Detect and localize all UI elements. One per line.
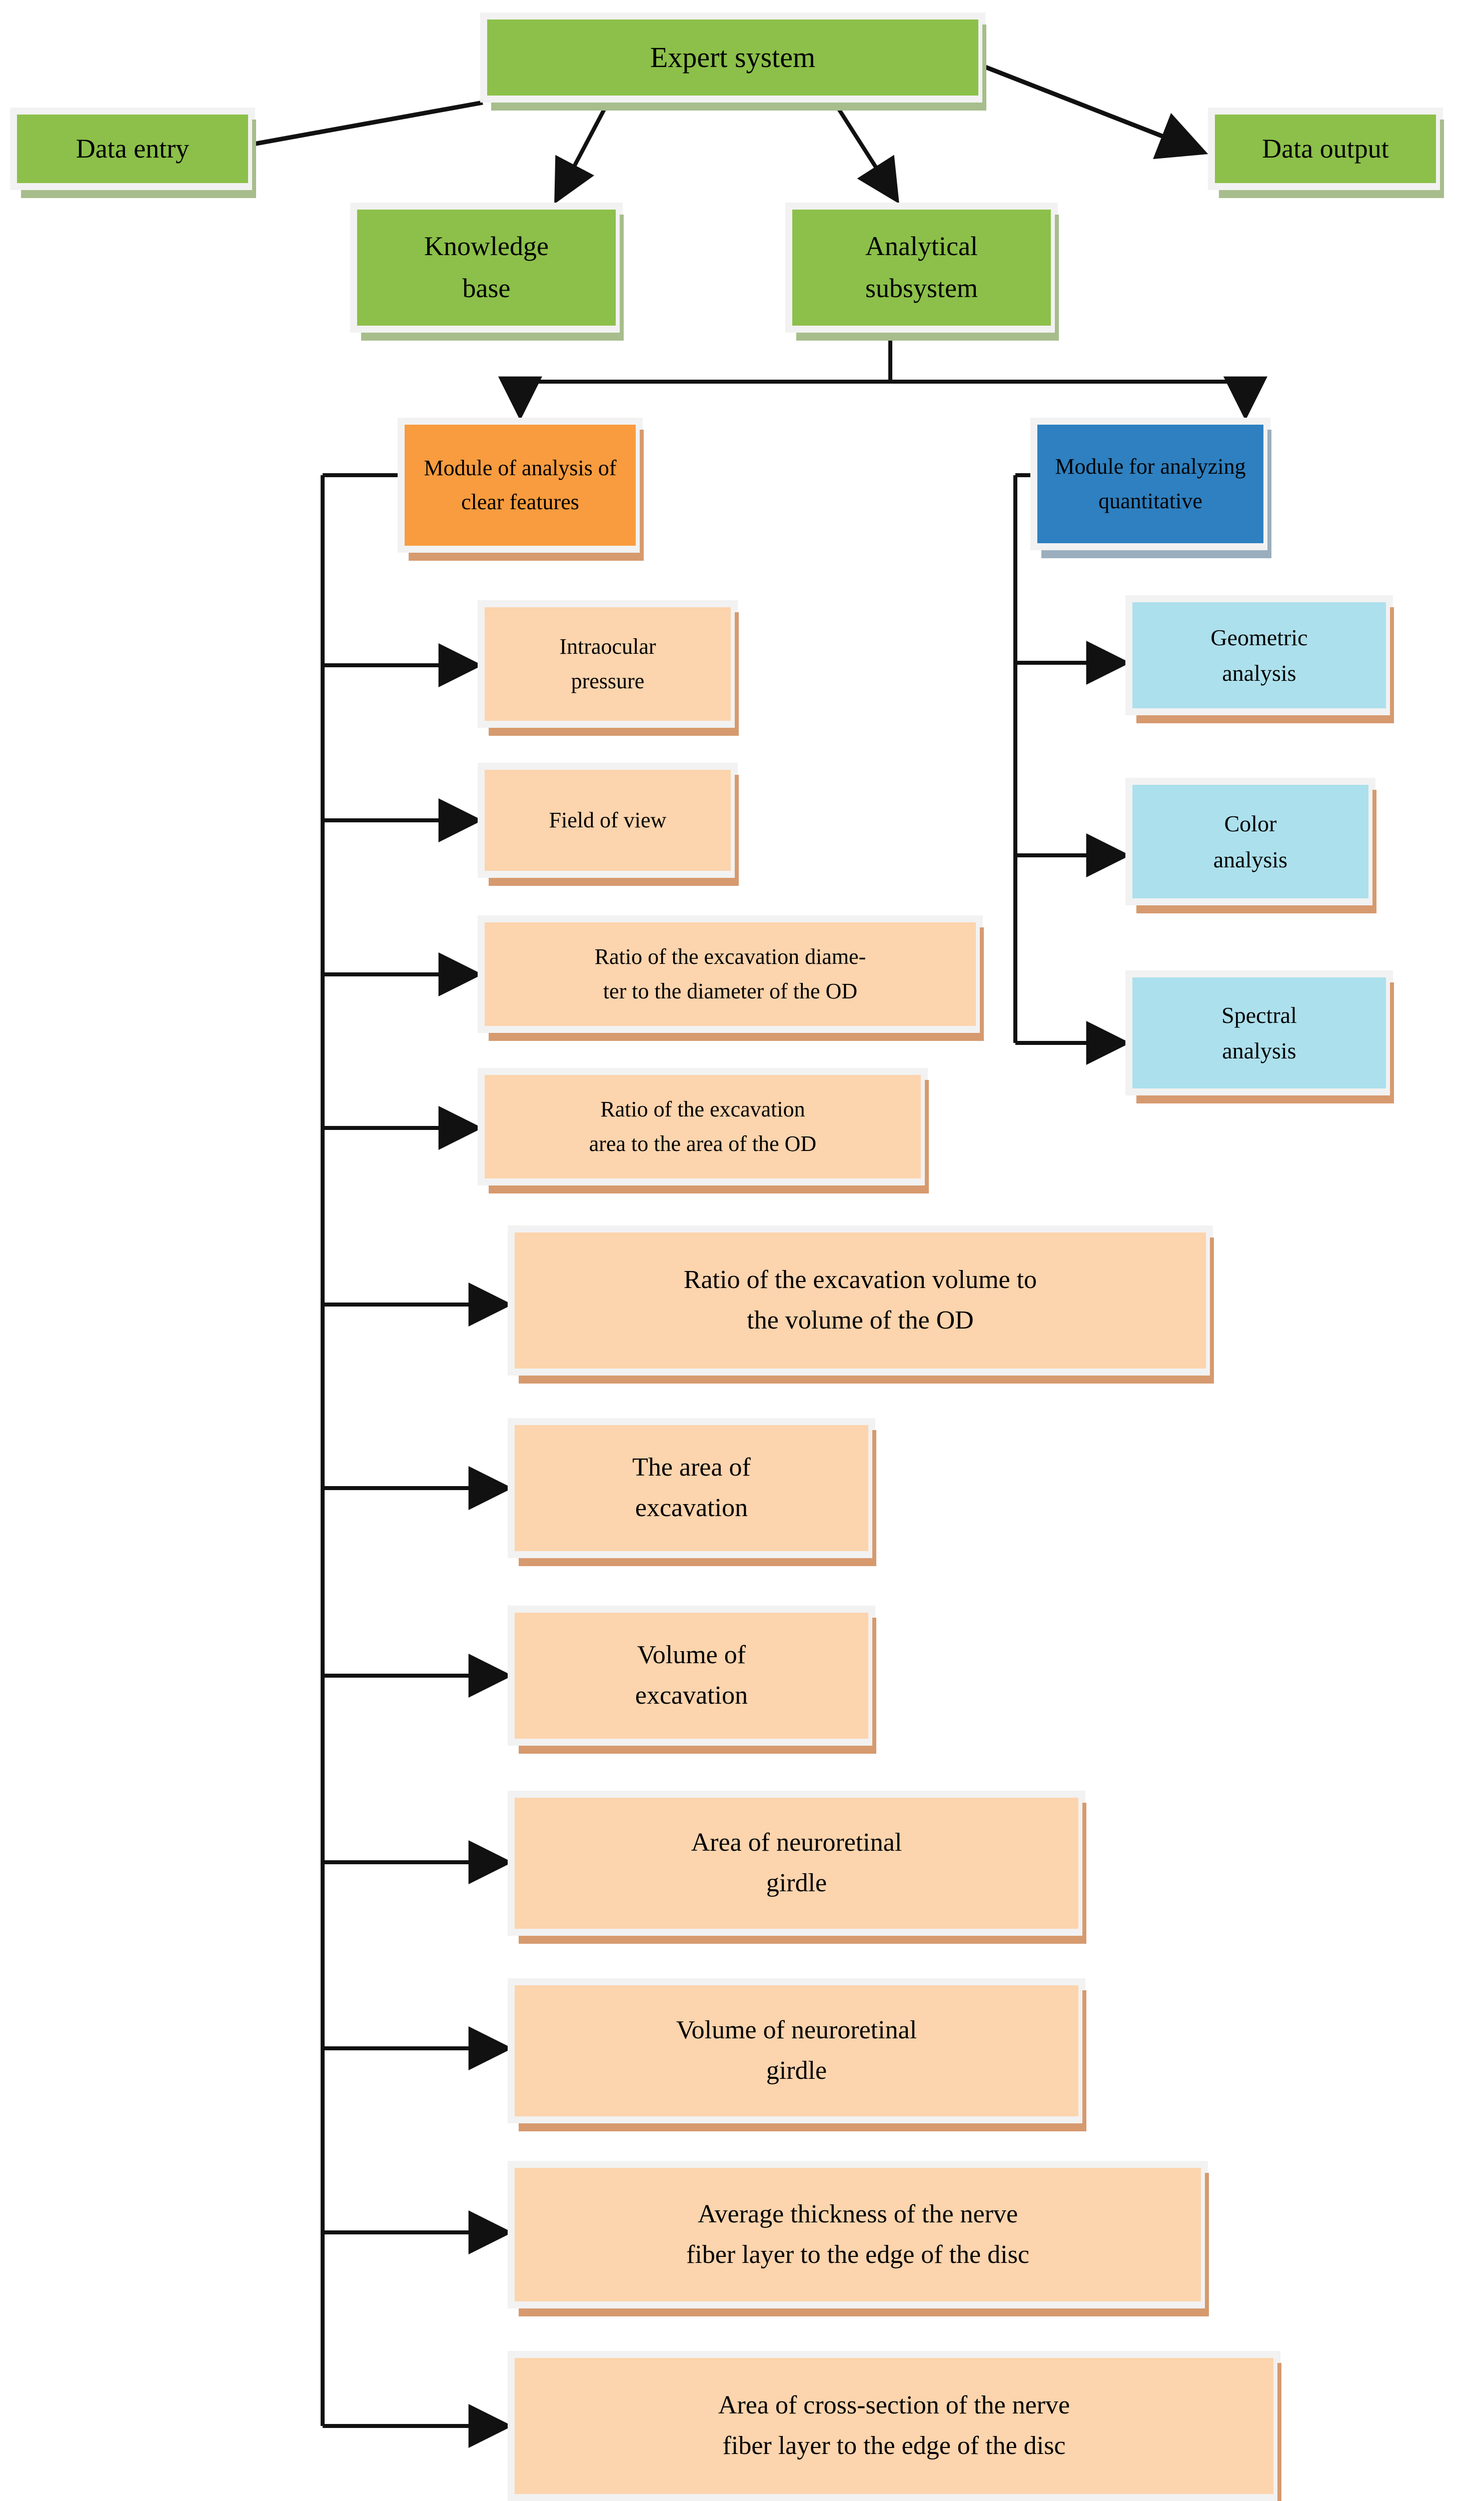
edge-expert-to-knowledge-base (554, 107, 607, 204)
node-data-entry[interactable]: Data entry (10, 108, 256, 198)
edge-expert-to-analytical-subsystem (836, 106, 899, 204)
list-item-label: Field of view (549, 807, 667, 832)
node-data-output-label: Data output (1262, 133, 1389, 164)
edge-expert-to-data-output (979, 63, 1208, 160)
list-item-clear-feature[interactable]: Ratio of the excavation diame-ter to the… (478, 915, 984, 1041)
node-data-output[interactable]: Data output (1208, 108, 1444, 198)
node-expert-system[interactable]: Expert system (480, 13, 986, 111)
node-data-entry-label: Data entry (76, 133, 190, 164)
node-expert-system-label: Expert system (650, 41, 816, 74)
list-item-clear-feature[interactable]: Field of view (478, 763, 739, 886)
list-item-label: Ratio of the excavation diame-ter to the… (594, 944, 866, 1003)
